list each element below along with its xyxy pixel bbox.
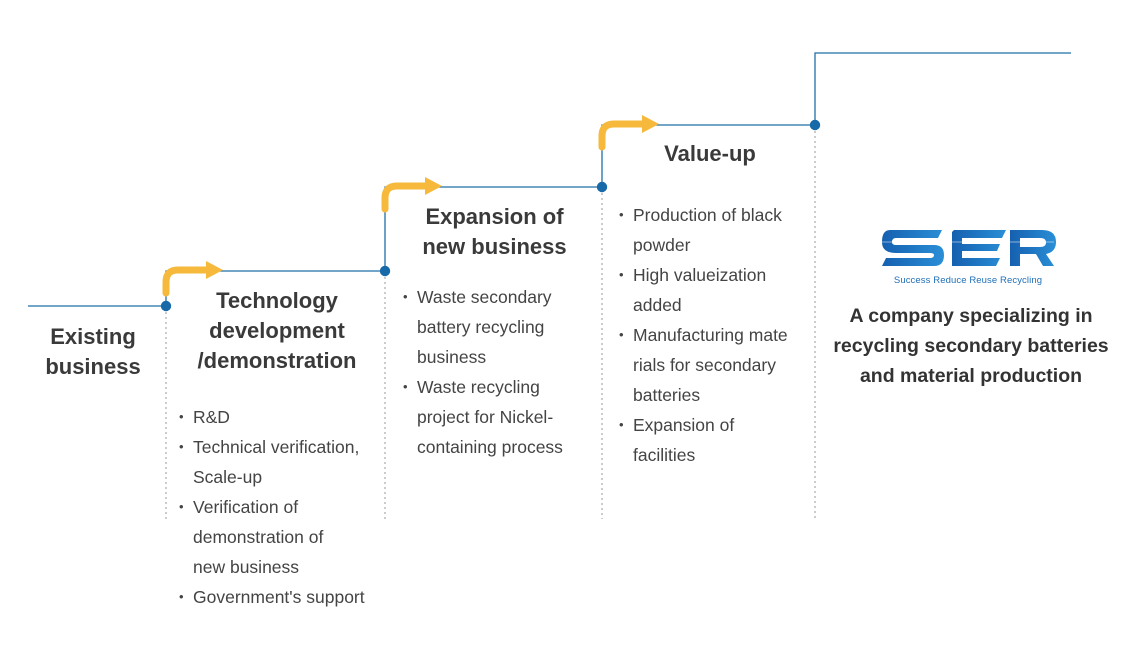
stage-bullets-expansion: Waste secondary battery recycling busine… — [403, 282, 603, 462]
stage-title-expansion: Expansion of new business — [422, 204, 567, 259]
step-dot — [809, 119, 821, 131]
bullet-item: Production of black powder — [619, 200, 819, 260]
arrow-head-icon — [642, 115, 659, 133]
step-arrow — [381, 182, 431, 213]
logo-tagline: Success Reduce Reuse Recycling — [893, 275, 1043, 286]
stage-bullets-technology: R&DTechnical verification, Scale-upVerif… — [179, 402, 394, 612]
step-arrow — [162, 266, 212, 297]
goal-text: A company specializing in recycling seco… — [833, 305, 1109, 387]
arrow-head-icon — [206, 261, 223, 279]
bullet-item: Waste recycling project for Nickel- cont… — [403, 372, 603, 462]
bullet-item: High valueization added — [619, 260, 819, 320]
stage-title-existing: Existing business — [45, 324, 141, 379]
bullet-item: Waste secondary battery recycling busine… — [403, 282, 603, 372]
stage-bullets-value-up: Production of black powderHigh valueizat… — [619, 200, 819, 470]
step-dot — [160, 300, 172, 312]
stage-title-technology: Technology development /demonstration — [197, 288, 357, 373]
bullet-item: Manufacturing mate rials for secondary b… — [619, 320, 819, 410]
step-arrow — [598, 120, 648, 151]
bullet-item: Government's support — [179, 582, 394, 612]
ser-logo — [882, 230, 1056, 266]
step-dot — [596, 181, 608, 193]
bullet-item: Expansion of facilities — [619, 410, 819, 470]
step-dot — [379, 265, 391, 277]
arrow-head-icon — [425, 177, 442, 195]
bullet-item: Verification of demonstration of new bus… — [179, 492, 394, 582]
stage-title-value-up: Value-up — [664, 141, 756, 166]
bullet-item: Technical verification, Scale-up — [179, 432, 394, 492]
bullet-item: R&D — [179, 402, 394, 432]
